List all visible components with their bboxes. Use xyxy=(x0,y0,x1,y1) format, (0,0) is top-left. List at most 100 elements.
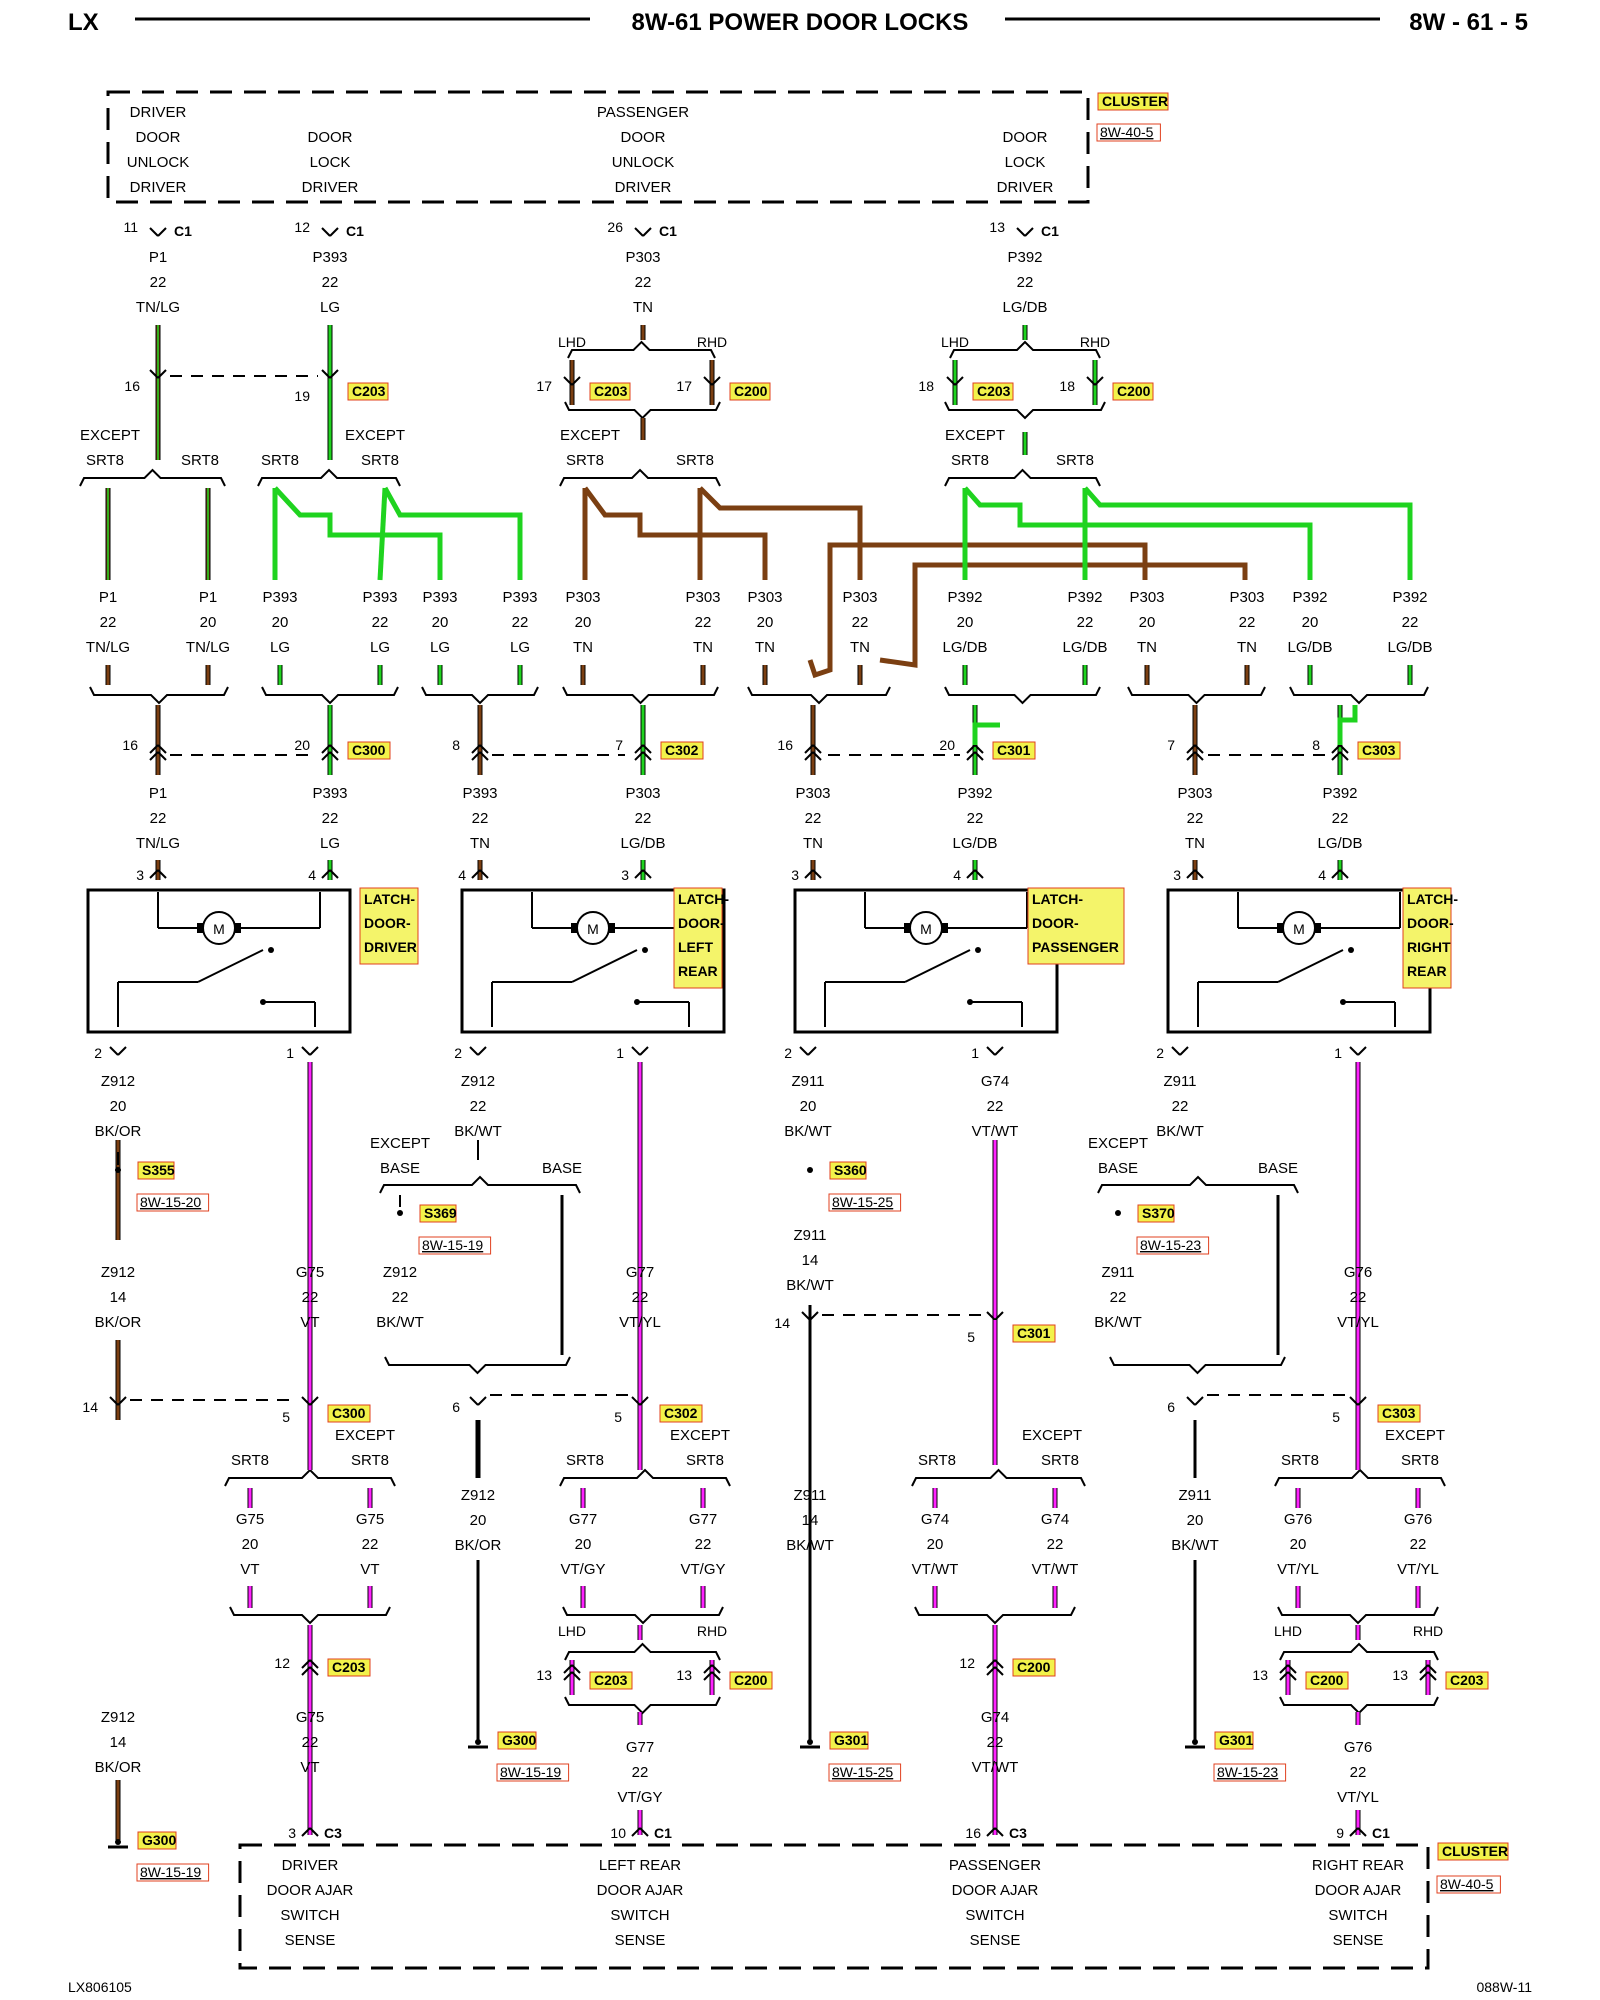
bracket xyxy=(564,1696,721,1715)
wire-circuit: P393 xyxy=(262,589,297,606)
connector-fork xyxy=(639,1046,649,1056)
ground-ref-box xyxy=(828,1763,902,1782)
connector-name: C1 xyxy=(346,223,364,239)
connector-caret xyxy=(634,744,644,754)
wire-color: TN/LG xyxy=(186,639,230,656)
connector-c300-bg xyxy=(327,1404,371,1423)
except-label: EXCEPT xyxy=(1022,1427,1082,1444)
connector-c203: C203 xyxy=(594,1672,628,1688)
wire-gauge: 20 xyxy=(432,614,449,631)
wire-circuit: P392 xyxy=(1292,589,1327,606)
ground-ref: 8W-15-25 xyxy=(832,1764,893,1780)
cluster-function: DRIVER xyxy=(130,179,187,196)
cluster-bottom-label-bg xyxy=(1437,1842,1509,1861)
latch-name: LATCH- xyxy=(678,891,729,907)
header-right: 8W - 61 - 5 xyxy=(1409,9,1528,36)
wire-color: LG/DB xyxy=(1002,299,1047,316)
wire-gauge: 22 xyxy=(470,1098,487,1115)
wire-gauge: 22 xyxy=(632,1764,649,1781)
wire-gauge: 22 xyxy=(302,1289,319,1306)
connector-c203-bg xyxy=(589,1671,633,1690)
splice-s355-ref-box xyxy=(136,1193,210,1212)
connector-c200: C200 xyxy=(1310,1672,1344,1688)
wire-gauge: 22 xyxy=(100,614,117,631)
cluster-function: DOOR xyxy=(308,129,353,146)
cluster-function: DOOR AJAR xyxy=(597,1882,684,1899)
pin-number: 4 xyxy=(953,867,961,883)
lhd-label: LHD xyxy=(941,334,969,350)
ground-ref-box xyxy=(136,1863,210,1882)
wire-p392-branch xyxy=(1083,486,1413,580)
cluster-top-ref: 8W-40-5 xyxy=(1100,124,1154,140)
splice-s360-ref: 8W-15-25 xyxy=(832,1194,893,1210)
ground-dot xyxy=(1192,1739,1198,1745)
connector-fork xyxy=(469,1046,479,1056)
connector-name: C1 xyxy=(1041,223,1059,239)
connector-caret xyxy=(1287,1664,1297,1674)
connector-caret xyxy=(986,1666,996,1676)
cluster-top-ref-box xyxy=(1096,123,1161,142)
srt8-label: SRT8 xyxy=(1056,452,1094,469)
wire-color: TN xyxy=(803,835,823,852)
latch-name: LATCH- xyxy=(1032,891,1083,907)
wire-p303-branch xyxy=(807,542,1148,679)
except-label: EXCEPT xyxy=(345,427,405,444)
wire-circuit: P303 xyxy=(625,249,660,266)
cluster-function: UNLOCK xyxy=(127,154,190,171)
connector-fork xyxy=(1086,376,1096,386)
wire-color: TN xyxy=(470,835,490,852)
wire-circuit: Z911 xyxy=(791,1073,824,1090)
wire-gauge: 20 xyxy=(1139,614,1156,631)
wire-circuit: G75 xyxy=(296,1709,324,1726)
bracket xyxy=(1109,1356,1286,1375)
wire-color: LG/DB xyxy=(942,639,987,656)
cluster-bottom-label: CLUSTER xyxy=(1442,1843,1508,1859)
bracket xyxy=(747,686,891,705)
wire-color: BK/WT xyxy=(376,1314,424,1331)
connector-caret xyxy=(1331,751,1341,761)
wire-gauge: 22 xyxy=(1402,614,1419,631)
latch-box xyxy=(460,888,726,1034)
rhd-label: RHD xyxy=(697,1623,727,1639)
wire-gauge: 20 xyxy=(757,614,774,631)
pin-number: 10 xyxy=(610,1825,626,1841)
except-label: EXCEPT xyxy=(1385,1427,1445,1444)
connector-fork xyxy=(1357,1046,1367,1056)
pin-number: 2 xyxy=(454,1045,462,1061)
connector-fork xyxy=(1094,376,1104,386)
connector-caret xyxy=(301,1659,311,1669)
wire-circuit: P303 xyxy=(747,589,782,606)
bracket xyxy=(944,686,1101,705)
motor-brush xyxy=(571,923,577,933)
connector-fork xyxy=(1179,1046,1189,1056)
connector-caret xyxy=(1339,751,1349,761)
connector-c301: C301 xyxy=(1017,1325,1051,1341)
base-label: BASE xyxy=(1098,1160,1138,1177)
pin-number: 4 xyxy=(1318,867,1326,883)
cluster-top-box xyxy=(106,90,1090,204)
base-label: BASE xyxy=(380,1160,420,1177)
wire-circuit: G74 xyxy=(1041,1511,1069,1528)
connector-caret xyxy=(703,1664,713,1674)
wire-gauge: 20 xyxy=(1290,1536,1307,1553)
connector-fork xyxy=(994,1046,1004,1056)
splice-dot xyxy=(397,1210,403,1216)
pin-number: 7 xyxy=(615,737,623,753)
splice-s370-ref: 8W-15-23 xyxy=(1140,1237,1201,1253)
pin-number: 13 xyxy=(536,1667,552,1683)
srt8-label: SRT8 xyxy=(566,452,604,469)
wire-color: VT xyxy=(300,1314,319,1331)
wire-color: TN xyxy=(573,639,593,656)
connector-c203-bg xyxy=(589,382,631,401)
wire-color: LG xyxy=(510,639,530,656)
connector-caret xyxy=(812,751,822,761)
rhd-label: RHD xyxy=(697,334,727,350)
ground-g301: G301 xyxy=(1219,1732,1253,1748)
wire-gauge: 20 xyxy=(800,1098,817,1115)
connector-caret xyxy=(1331,869,1341,879)
connector-fork xyxy=(563,376,573,386)
connector-fork xyxy=(329,369,339,379)
wire-color: VT/GY xyxy=(680,1561,725,1578)
except-label: EXCEPT xyxy=(335,1427,395,1444)
bracket xyxy=(1277,1606,1439,1625)
